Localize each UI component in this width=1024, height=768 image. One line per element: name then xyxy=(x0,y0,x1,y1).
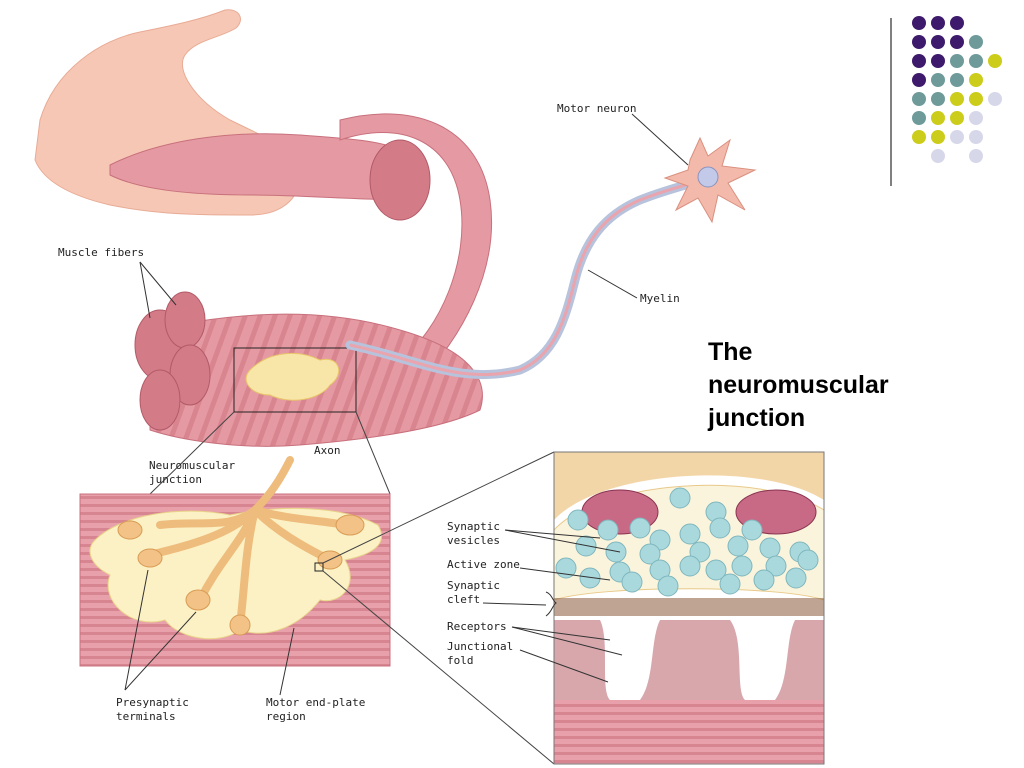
decorative-dot xyxy=(969,73,983,87)
decorative-dot xyxy=(969,92,983,106)
decorative-dot xyxy=(912,130,926,144)
synapse-inset xyxy=(554,452,824,764)
decorative-dot xyxy=(912,73,926,87)
decorative-dot xyxy=(931,92,945,106)
synaptic-vesicle xyxy=(567,509,589,531)
zoom-box xyxy=(233,347,357,413)
slide-title-line: The xyxy=(708,338,753,366)
decorative-dot xyxy=(912,16,926,30)
synaptic-vesicle xyxy=(753,569,775,591)
decorative-dot xyxy=(969,54,983,68)
synaptic-vesicle xyxy=(639,543,661,565)
synaptic-vesicle xyxy=(605,541,627,563)
decorative-dot xyxy=(912,54,926,68)
presynaptic-terminal xyxy=(335,514,365,536)
synaptic-vesicle xyxy=(709,517,731,539)
decorative-dot xyxy=(969,149,983,163)
presynaptic-terminal xyxy=(117,520,143,540)
synaptic-vesicle xyxy=(759,537,781,559)
decorative-dot xyxy=(950,92,964,106)
decorative-dot-grid xyxy=(912,16,1002,163)
label-myelin: Myelin xyxy=(640,292,680,305)
decorative-dot xyxy=(931,16,945,30)
junction-inset xyxy=(79,456,391,667)
label-motor-endplate: Motor end-plate xyxy=(266,696,365,709)
presynaptic-terminal xyxy=(185,589,211,611)
zoom-line xyxy=(149,411,235,495)
leader-lines xyxy=(124,113,689,696)
decorative-dot xyxy=(931,54,945,68)
decorative-dot xyxy=(931,111,945,125)
synaptic-vesicle xyxy=(705,559,727,581)
synaptic-vesicle xyxy=(727,535,749,557)
synaptic-vesicle xyxy=(629,517,651,539)
label-neuromuscular-junction-2: junction xyxy=(149,473,202,486)
synaptic-vesicle xyxy=(621,571,643,593)
synaptic-vesicle xyxy=(679,555,701,577)
label-neuromuscular-junction: Neuromuscular xyxy=(149,459,235,472)
synaptic-vesicle xyxy=(579,567,601,589)
decorative-dot xyxy=(988,92,1002,106)
slide-title-line: junction xyxy=(708,404,806,432)
label-synaptic-cleft: Synaptic xyxy=(447,579,500,592)
label-junctional-fold-2: fold xyxy=(447,654,474,667)
presynaptic-terminal xyxy=(229,614,251,636)
decorative-dot xyxy=(912,111,926,125)
synaptic-vesicles xyxy=(555,487,819,597)
slide-title: The neuromuscular junction xyxy=(708,336,988,435)
label-presynaptic-terminals: Presynaptic xyxy=(116,696,189,709)
synaptic-vesicle xyxy=(679,523,701,545)
decorative-dot xyxy=(950,16,964,30)
decorative-dot xyxy=(912,35,926,49)
label-presynaptic-terminals-2: terminals xyxy=(116,710,176,723)
decorative-dot xyxy=(931,149,945,163)
label-active-zone: Active zone xyxy=(447,558,520,571)
slide-title-line: neuromuscular xyxy=(708,371,889,399)
synaptic-vesicle xyxy=(731,555,753,577)
zoom-line xyxy=(322,451,555,564)
muscle-fiber-end xyxy=(139,369,181,431)
synaptic-vesicle xyxy=(765,555,787,577)
synaptic-vesicle xyxy=(597,519,619,541)
decorative-dot xyxy=(931,35,945,49)
decorative-dot xyxy=(931,73,945,87)
synaptic-vesicle xyxy=(797,549,819,571)
decorative-dot xyxy=(969,130,983,144)
presynaptic-terminal xyxy=(137,548,163,568)
synaptic-vesicle xyxy=(719,573,741,595)
decorative-dot xyxy=(950,111,964,125)
synaptic-vesicle xyxy=(785,567,807,589)
nucleus xyxy=(697,166,719,188)
decorative-dot xyxy=(969,111,983,125)
label-motor-neuron: Motor neuron xyxy=(557,102,636,115)
decorative-dot xyxy=(950,35,964,49)
motor-neuron-cell xyxy=(663,136,757,224)
label-synaptic-vesicles-2: vesicles xyxy=(447,534,500,547)
decorative-dot xyxy=(969,35,983,49)
synaptic-vesicle xyxy=(741,519,763,541)
label-synaptic-vesicles: Synaptic xyxy=(447,520,500,533)
decorative-dot xyxy=(988,54,1002,68)
zoom-line xyxy=(355,411,391,495)
synaptic-vesicle xyxy=(669,487,691,509)
muscle-fiber-end xyxy=(164,291,206,349)
decorative-dot xyxy=(931,130,945,144)
label-synaptic-cleft-2: cleft xyxy=(447,593,480,606)
label-receptors: Receptors xyxy=(447,620,507,633)
decorative-dot xyxy=(912,92,926,106)
zoom-line xyxy=(322,570,555,765)
decorative-dot xyxy=(950,73,964,87)
myelinated-axon xyxy=(345,173,710,380)
arm-illustration xyxy=(34,9,411,216)
label-axon: Axon xyxy=(314,444,341,457)
decorative-dot xyxy=(950,130,964,144)
label-junctional-fold: Junctional xyxy=(447,640,513,653)
label-muscle-fibers: Muscle fibers xyxy=(58,246,144,259)
decorative-dot xyxy=(950,54,964,68)
label-motor-endplate-2: region xyxy=(266,710,306,723)
synaptic-vesicle xyxy=(657,575,679,597)
